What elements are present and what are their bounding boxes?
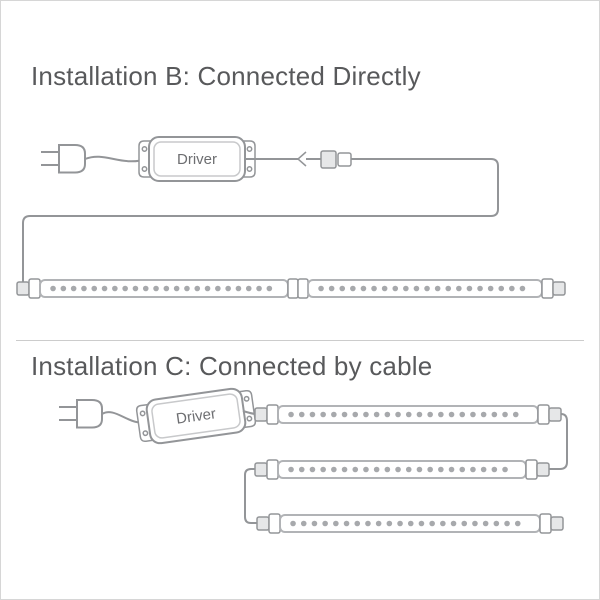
power-plug-icon	[41, 144, 86, 174]
connecting-cable	[549, 413, 568, 470]
strip-end-cap	[268, 513, 281, 534]
section-divider	[16, 340, 584, 341]
section-c-title: Installation C: Connected by cable	[31, 351, 433, 381]
driver-label: Driver	[177, 151, 217, 168]
diagram-installation-c: Driver	[59, 387, 568, 534]
strip-end-cap	[266, 404, 279, 425]
screw-hole-icon	[243, 395, 250, 402]
driver-box: Driver	[135, 387, 257, 445]
led-strip-row	[16, 278, 566, 299]
screw-hole-icon	[141, 166, 148, 172]
driver-box: Driver	[138, 136, 256, 182]
led-strip-row	[256, 513, 564, 534]
section-b-title: Installation B: Connected Directly	[31, 61, 421, 91]
cable-connector	[550, 516, 564, 531]
cable-connector	[536, 462, 550, 477]
end-connector	[552, 281, 566, 296]
led-strip-row	[254, 404, 562, 425]
screw-hole-icon	[246, 146, 253, 152]
power-plug-icon	[59, 399, 103, 429]
screw-hole-icon	[246, 415, 253, 422]
power-cord	[84, 155, 148, 163]
screw-hole-icon	[142, 430, 149, 437]
driver-label: Driver	[175, 405, 217, 427]
direct-joint-connector	[287, 278, 299, 299]
strip-end-cap	[266, 459, 279, 480]
screw-hole-icon	[246, 166, 253, 172]
cable-break-mark	[296, 151, 307, 167]
strip-end-cap	[539, 513, 552, 534]
direct-joint-connector	[297, 278, 309, 299]
cable-connector	[254, 407, 268, 422]
cable-connector	[548, 407, 562, 422]
strip-end-cap	[541, 278, 554, 299]
cable-connector	[256, 516, 270, 531]
strip-end-cap	[537, 404, 550, 425]
connecting-cable	[22, 158, 499, 282]
screw-hole-icon	[139, 410, 146, 417]
connecting-cable	[244, 468, 257, 524]
strip-end-cap	[28, 278, 41, 299]
led-strip-row	[254, 459, 550, 480]
diagram-installation-b: Driver	[16, 136, 566, 299]
inline-connector	[320, 150, 352, 169]
cable-connector	[254, 462, 268, 477]
screw-hole-icon	[141, 146, 148, 152]
end-connector	[16, 281, 30, 296]
strip-end-cap	[525, 459, 538, 480]
